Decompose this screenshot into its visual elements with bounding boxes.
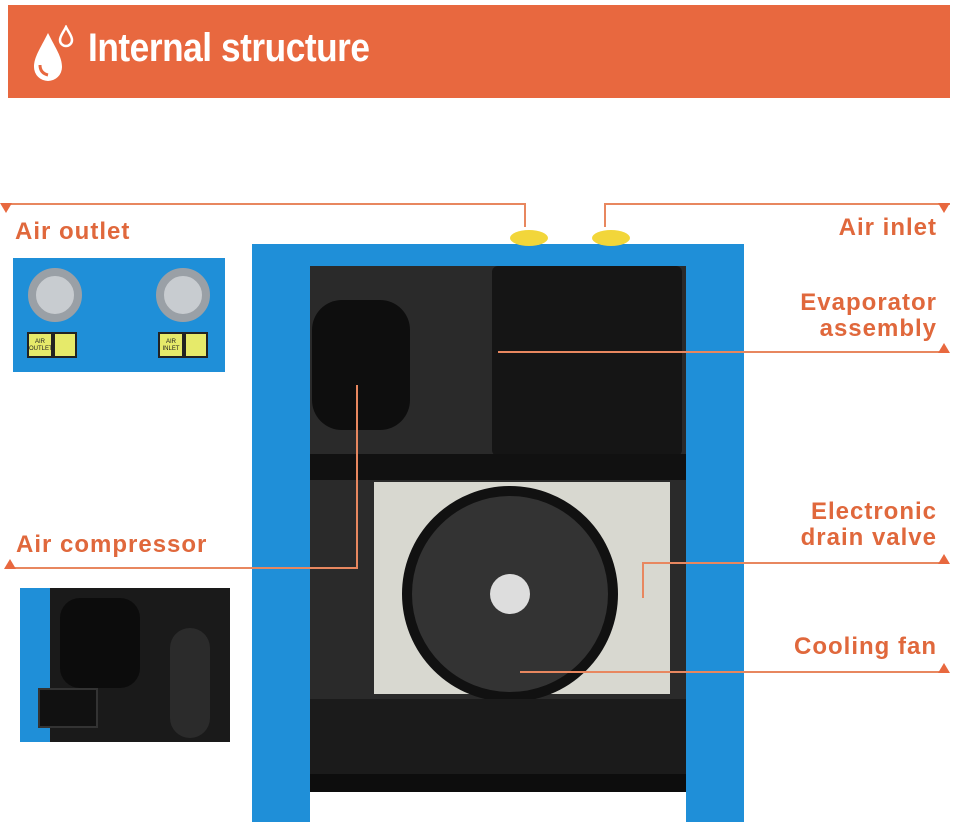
header-banner xyxy=(8,5,950,98)
label-air-outlet: Air outlet xyxy=(15,218,131,245)
label-air-inlet: Air inlet xyxy=(838,214,937,241)
arrow-down-icon xyxy=(938,203,950,213)
inlet-arrow-icon xyxy=(184,332,208,358)
air-inlet-leader-drop xyxy=(604,203,606,227)
water-drops-icon xyxy=(34,25,74,81)
compressor-inset-photo xyxy=(20,588,230,742)
dryer-machine-image xyxy=(252,230,744,822)
label-cooling-fan: Cooling fan xyxy=(794,633,937,660)
air-inlet-leader-line xyxy=(604,203,950,205)
compressor-leader-rise xyxy=(356,385,358,569)
arrow-up-icon xyxy=(938,663,950,673)
arrow-up-icon xyxy=(4,559,16,569)
label-air-compressor: Air compressor xyxy=(16,531,208,558)
arrow-up-icon xyxy=(938,554,950,564)
evaporator-leader-line xyxy=(498,351,942,353)
fan-leader-line xyxy=(520,671,942,673)
label-electronic-drain-valve: Electronic drain valve xyxy=(800,498,937,551)
label-evaporator-assembly: Evaporator assembly xyxy=(800,289,937,342)
arrow-up-icon xyxy=(938,343,950,353)
outlet-arrow-icon xyxy=(53,332,77,358)
arrow-down-icon xyxy=(0,203,12,213)
air-outlet-leader-line xyxy=(4,203,526,205)
air-outlet-leader-drop xyxy=(524,203,526,227)
page-title: Internal structure xyxy=(88,26,370,70)
compressor-leader-line xyxy=(8,567,358,569)
drain-valve-leader-line xyxy=(642,562,942,564)
drain-valve-leader-drop xyxy=(642,562,644,598)
